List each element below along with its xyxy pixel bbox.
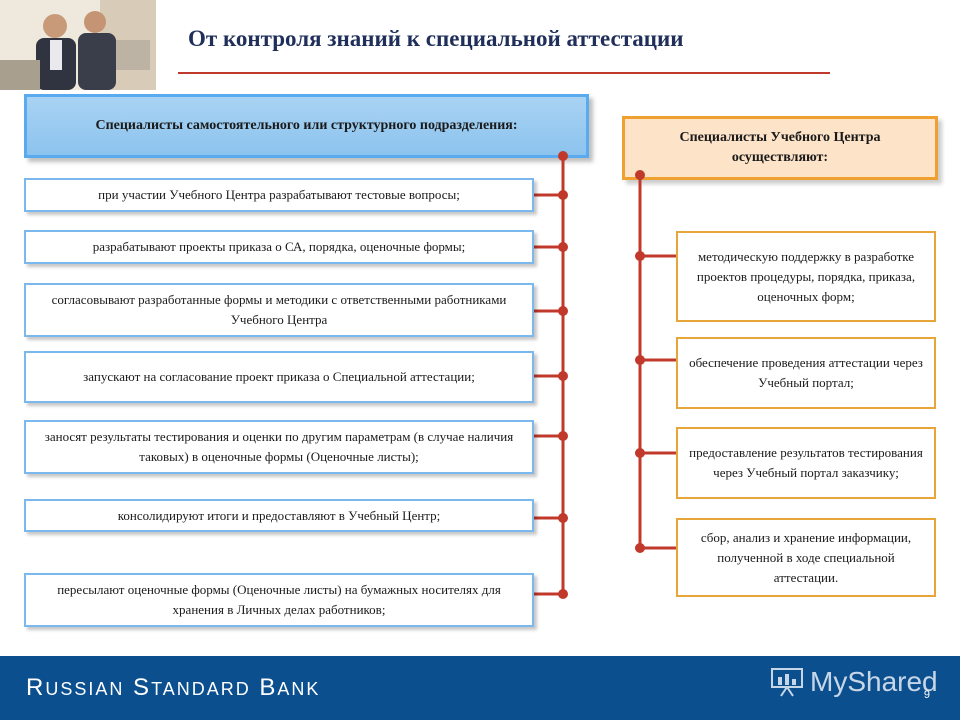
presentation-icon <box>771 668 803 697</box>
page-number: 9 <box>923 689 930 701</box>
office-photo <box>0 0 156 90</box>
left-item-2: разрабатывают проекты приказа о СА, поря… <box>24 230 534 264</box>
left-item-4: запускают на согласование проект приказа… <box>24 351 534 403</box>
left-header: Специалисты самостоятельного или структу… <box>24 94 589 158</box>
bank-name: RUSSIAN STANDARD BANK <box>26 674 321 701</box>
left-item-1: при участии Учебного Центра разрабатываю… <box>24 178 534 212</box>
right-header: Специалисты Учебного Центра осуществляют… <box>622 116 938 180</box>
right-item-2: обеспечение проведения аттестации через … <box>676 337 936 409</box>
office-photo-image <box>0 0 156 90</box>
left-item-6: консолидируют итоги и предоставляют в Уч… <box>24 499 534 532</box>
watermark: MyShared <box>770 666 938 698</box>
title-underline <box>178 72 830 74</box>
left-item-7: пересылают оценочные формы (Оценочные ли… <box>24 573 534 627</box>
slide-title: От контроля знаний к специальной аттеста… <box>188 26 684 51</box>
left-item-5: заносят результаты тестирования и оценки… <box>24 420 534 474</box>
left-item-3: согласовывают разработанные формы и мето… <box>24 283 534 337</box>
footer-bar: RUSSIAN STANDARD BANK MyShared 9 <box>0 656 960 720</box>
right-item-1: методическую поддержку в разработке прое… <box>676 231 936 322</box>
right-item-3: предоставление результатов тестирования … <box>676 427 936 499</box>
right-item-4: сбор, анализ и хранение информации, полу… <box>676 518 936 597</box>
